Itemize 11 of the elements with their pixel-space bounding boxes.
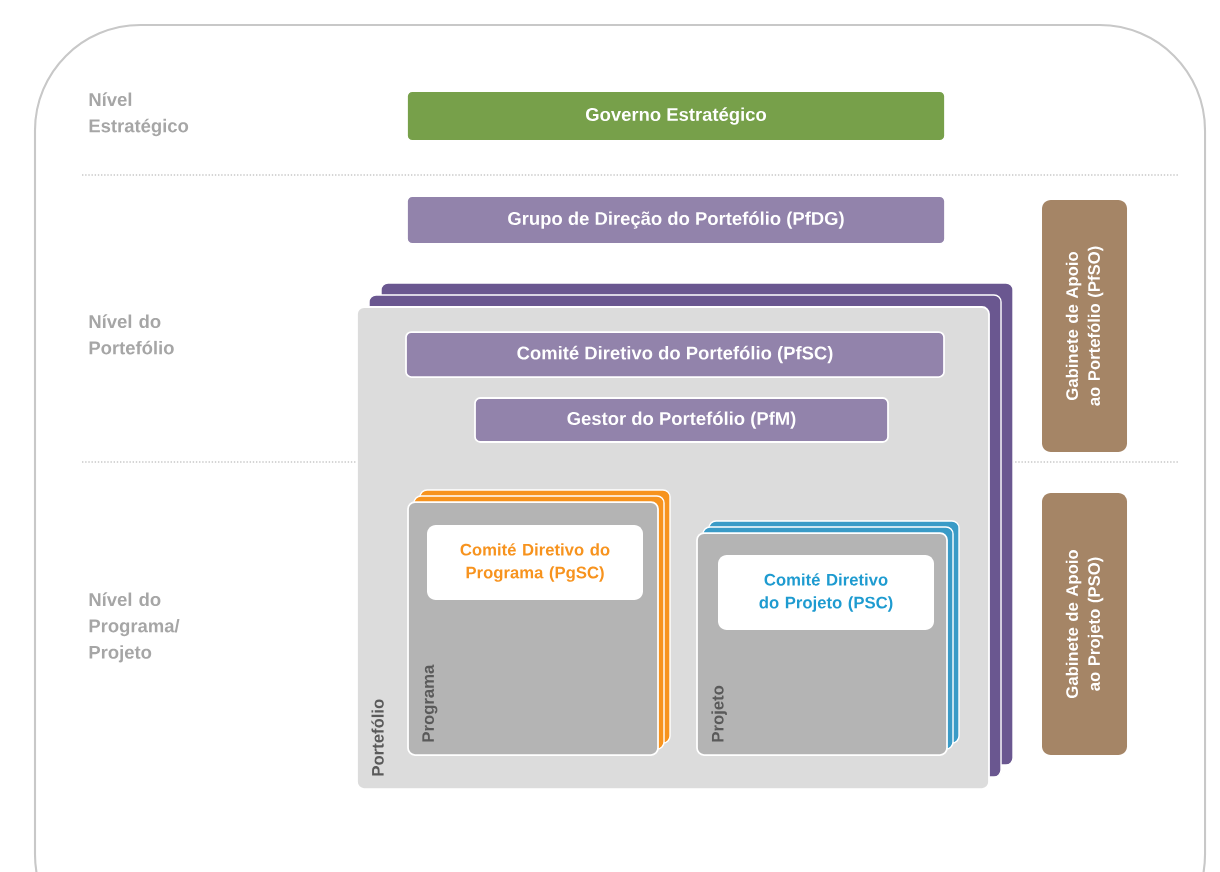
level-label: Nível do Portefólio: [89, 314, 174, 355]
role-bar: Governo Estratégico: [406, 90, 946, 142]
office-box: Gabinete de Apoio ao Projeto (PSO): [1042, 493, 1127, 755]
role-bar: Comité Diretivo do Portefólio (PfSC): [405, 331, 945, 378]
level-label: Nível Estratégico: [89, 92, 189, 137]
committee-card: Comité Diretivo do Projeto (PSC): [718, 555, 934, 630]
office-box: Gabinete de Apoio ao Portefólio (PfSO): [1042, 200, 1127, 452]
role-bar: Grupo de Direção do Portefólio (PfDG): [406, 195, 946, 245]
role-bar: Gestor do Portefólio (PfM): [474, 397, 889, 443]
committee-card: Comité Diretivo do Programa (PgSC): [427, 525, 643, 600]
level-label: Nível do Programa/ Projeto: [89, 592, 180, 663]
